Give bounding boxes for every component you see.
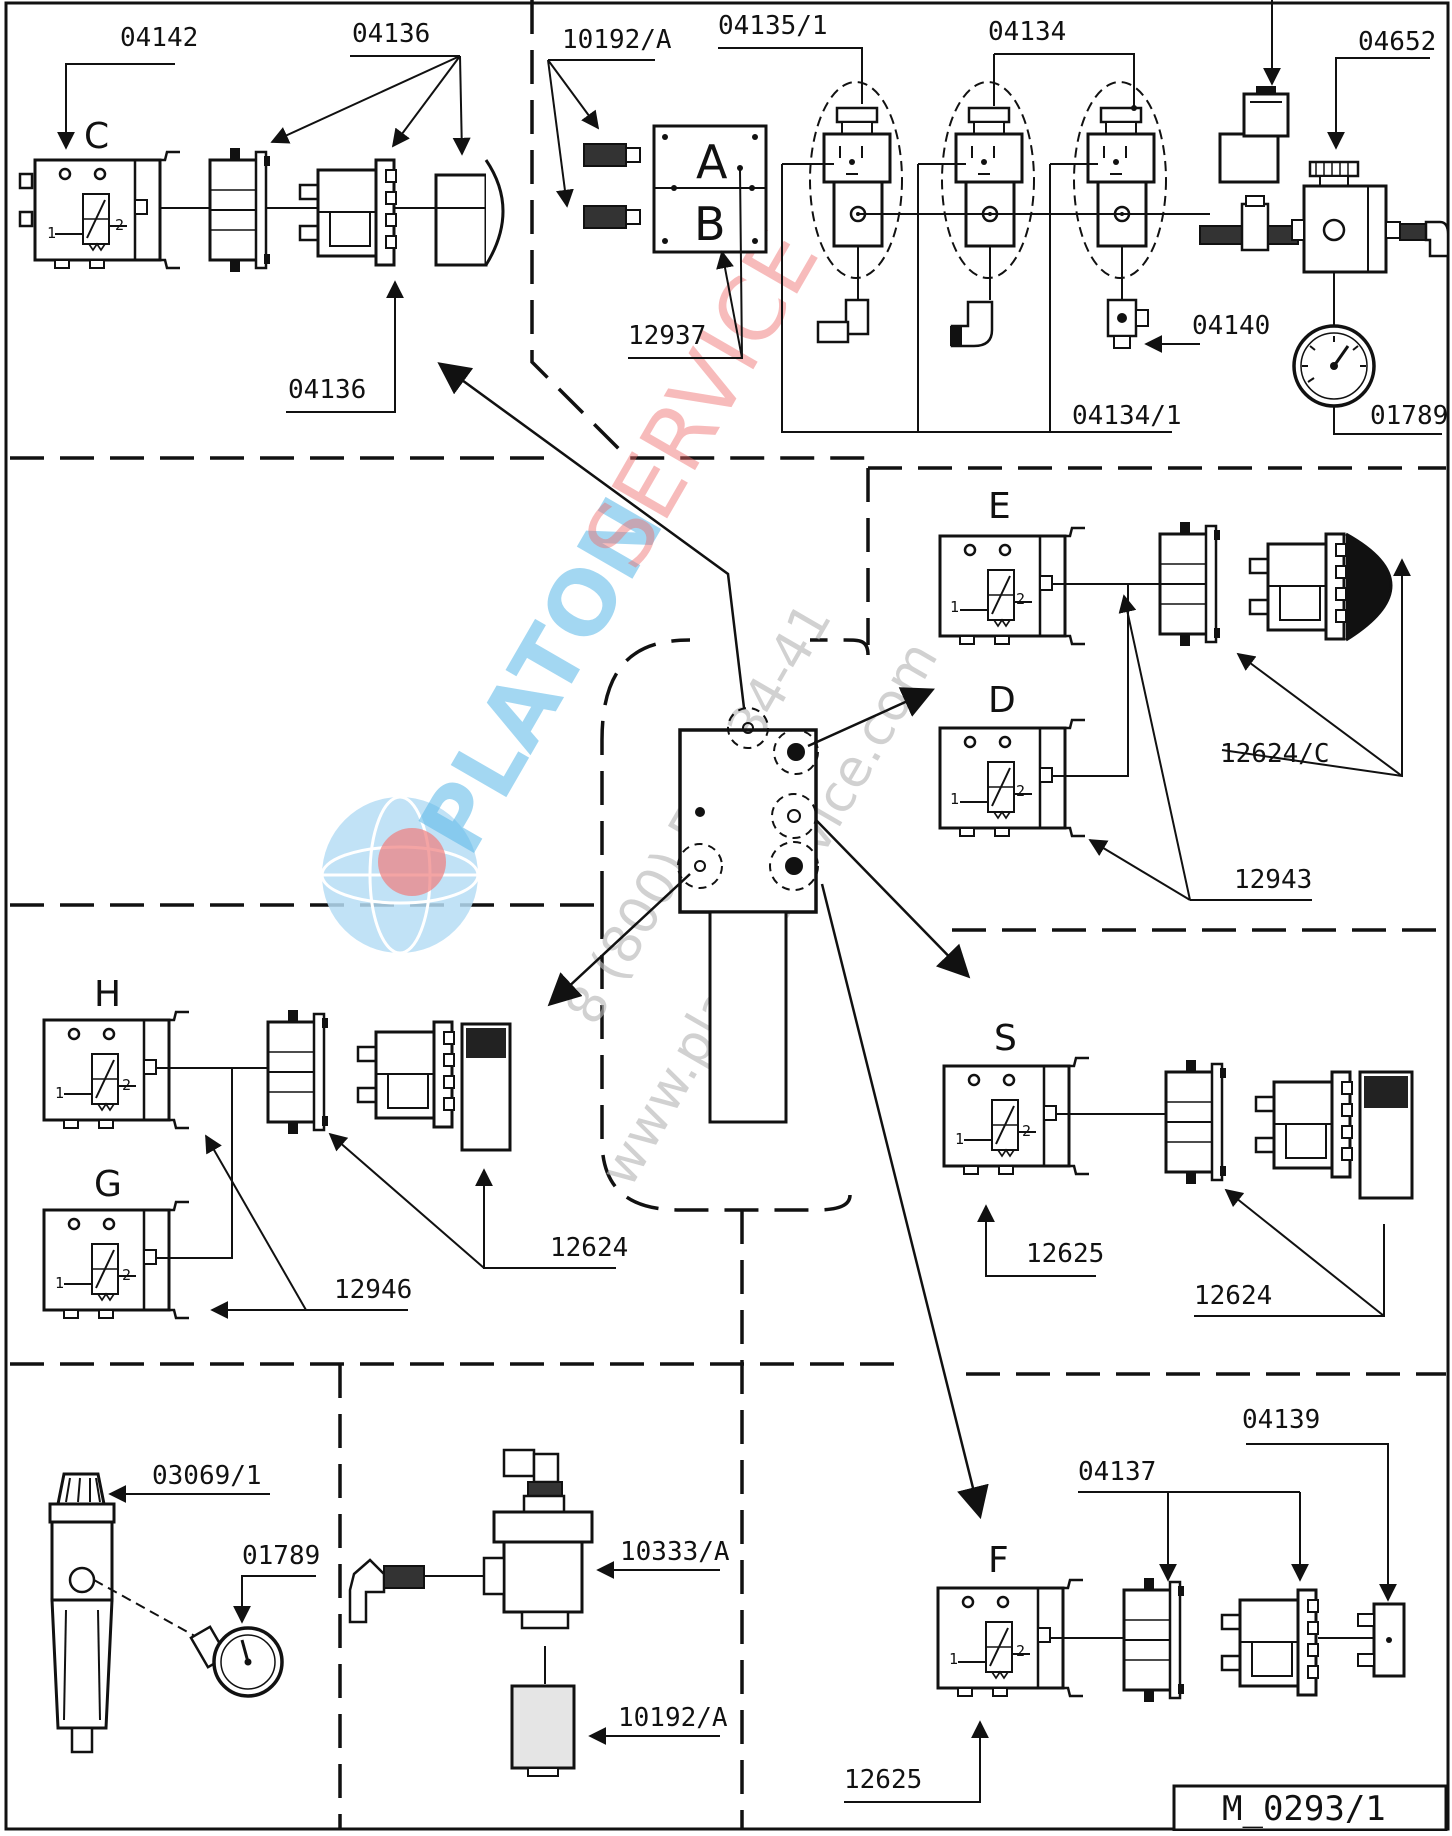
label-12625-f: 12625 — [844, 1765, 922, 1795]
svg-text:2: 2 — [1016, 782, 1025, 800]
label-12946: 12946 — [334, 1275, 412, 1305]
title-block: M_0293/1 — [1172, 1784, 1448, 1832]
svg-text:1: 1 — [47, 224, 56, 242]
solenoid-valve-2 — [941, 81, 1035, 279]
end-cap-icon — [1357, 1602, 1406, 1678]
label-10192a-bottom: 10192/A — [618, 1703, 728, 1733]
label-01789-top: 01789 — [1370, 401, 1448, 431]
push-button-head-icon — [460, 1022, 512, 1152]
valve-10333a-assembly: 10333/A 10192/A — [348, 1448, 730, 1777]
svg-text:2: 2 — [122, 1076, 131, 1094]
label-12625-s: 12625 — [1026, 1239, 1104, 1269]
label-04139: 04139 — [1242, 1405, 1320, 1435]
elbow-fitting-icon — [816, 298, 994, 348]
label-12943: 12943 — [1234, 865, 1312, 895]
port-s-icon — [785, 857, 803, 875]
label-12624c: 12624/C — [1220, 739, 1330, 769]
label-04134-1: 04134/1 — [1072, 401, 1182, 431]
coil-connector-icon — [1218, 86, 1290, 184]
pressure-gauge-icon — [189, 1625, 284, 1698]
label-04140: 04140 — [1192, 311, 1270, 341]
label-04136-top: 04136 — [352, 19, 430, 49]
tee-fitting-icon — [1106, 298, 1149, 349]
label-04136-bottom: 04136 — [288, 375, 366, 405]
svg-text:1: 1 — [950, 790, 959, 808]
label-04142: 04142 — [120, 23, 198, 53]
svg-text:1: 1 — [55, 1084, 64, 1102]
svg-text:2: 2 — [1016, 1642, 1025, 1660]
svg-text:2: 2 — [122, 1266, 131, 1284]
assembly-s: S 1 2 12625 12624 — [942, 1018, 1414, 1317]
label-12624-left: 12624 — [550, 1233, 628, 1263]
label-04137: 04137 — [1078, 1457, 1156, 1487]
letter-d: D — [988, 680, 1016, 721]
svg-text:1: 1 — [949, 1650, 958, 1668]
drawing-id: M_0293/1 — [1222, 1789, 1386, 1829]
label-10192a-top: 10192/A — [562, 25, 672, 55]
assembly-f: F 1 2 04139 04137 12625 — [844, 1405, 1406, 1803]
label-03069-1: 03069/1 — [152, 1461, 262, 1491]
letter-h: H — [94, 974, 121, 1015]
letter-e: E — [988, 486, 1011, 527]
label-12937: 12937 — [628, 321, 706, 351]
pressure-gauge-icon — [1292, 324, 1376, 408]
silencer-icon — [583, 143, 641, 229]
panel-borders — [10, 0, 1446, 1829]
solenoid-valve-1 — [809, 81, 903, 279]
label-12624-right: 12624 — [1194, 1281, 1272, 1311]
silencer-icon — [510, 1684, 576, 1777]
letter-c: C — [84, 116, 109, 157]
watermark-brand-b: SERVICE — [564, 212, 839, 585]
letter-f: F — [988, 1540, 1009, 1581]
filter-regulator-icon — [48, 1472, 116, 1754]
svg-text:1: 1 — [950, 598, 959, 616]
svg-text:2: 2 — [1022, 1122, 1031, 1140]
port-e-icon — [787, 743, 805, 761]
label-04652: 04652 — [1358, 27, 1436, 57]
filter-regulator-assembly: 03069/1 01789 — [48, 1461, 320, 1754]
assembly-h-g: H 1 2 G 1 2 12624 12946 — [42, 974, 628, 1320]
elbow-outlet-icon — [1399, 220, 1450, 258]
svg-text:2: 2 — [1016, 590, 1025, 608]
elbow-inlet-icon — [348, 1558, 425, 1624]
letter-s: S — [994, 1018, 1017, 1059]
sheet-frame — [4, 1, 1450, 1831]
label-04134: 04134 — [988, 17, 1066, 47]
letter-b: B — [694, 197, 726, 251]
svg-text:1: 1 — [955, 1130, 964, 1148]
svg-text:1: 1 — [55, 1274, 64, 1292]
mushroom-head-icon — [434, 159, 505, 267]
label-10333a: 10333/A — [620, 1537, 730, 1567]
manifold-assembly: 10192/A A B 12937 — [547, 0, 1450, 435]
label-01789-bottom: 01789 — [242, 1541, 320, 1571]
globe-logo-icon — [320, 795, 480, 955]
central-valve-block — [437, 362, 989, 1520]
svg-text:2: 2 — [115, 216, 124, 234]
assembly-e-d: E 1 2 D 1 2 12624/C 12943 — [938, 486, 1411, 901]
assembly-c: C 1 2 04142 04136 04136 — [18, 19, 505, 413]
pressure-regulator-icon — [1291, 160, 1401, 274]
manifold-block: A B — [652, 124, 768, 254]
label-04135-1: 04135/1 — [718, 11, 828, 41]
solenoid-valve-3 — [1073, 81, 1167, 279]
mushroom-button-icon — [1345, 532, 1393, 642]
tee-connector-icon — [1199, 195, 1299, 252]
quick-exhaust-valve-icon — [482, 1448, 594, 1630]
letter-a: A — [696, 135, 728, 189]
push-button-head-icon — [1358, 1070, 1414, 1200]
letter-g: G — [94, 1164, 122, 1205]
